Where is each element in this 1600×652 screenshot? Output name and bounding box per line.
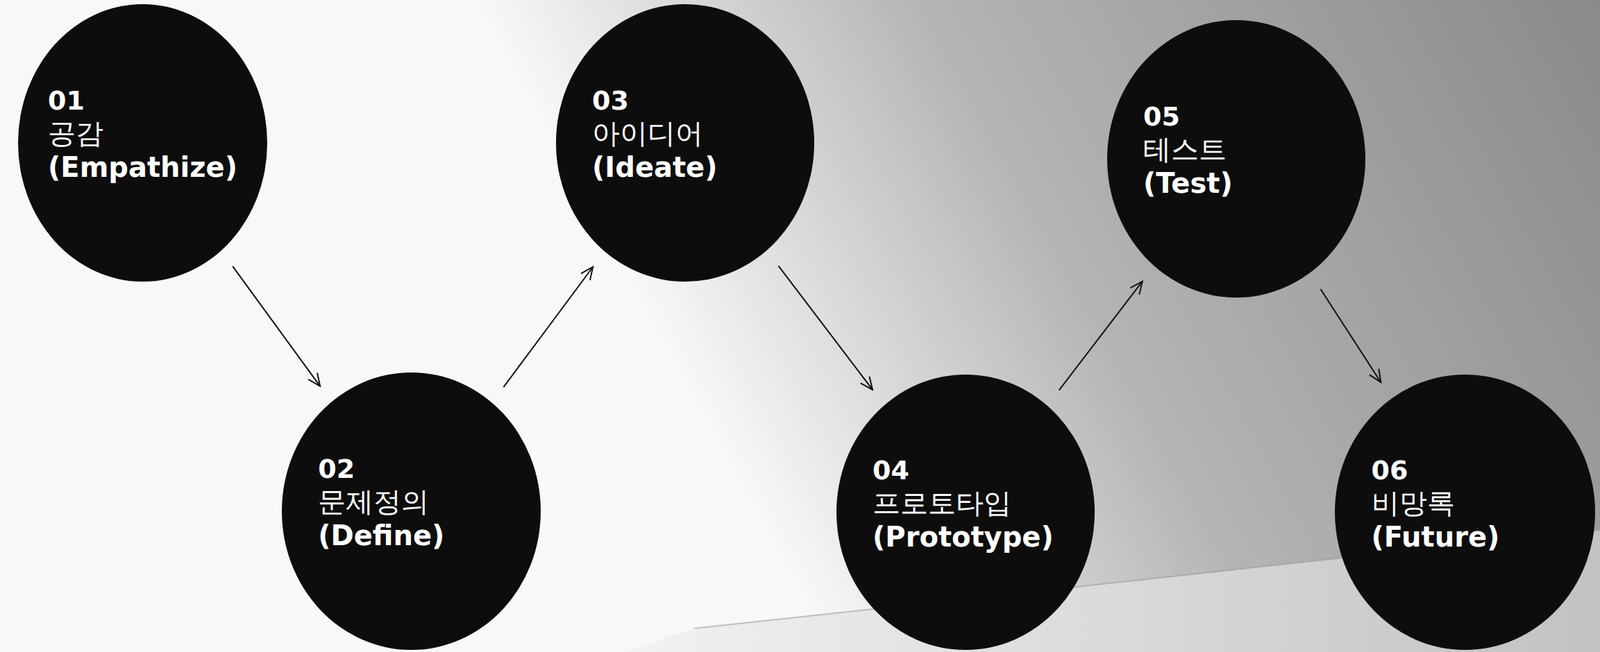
- step-number: 02: [317, 453, 445, 486]
- flow-arrow: [1320, 289, 1381, 383]
- step-number: 05: [1143, 100, 1233, 133]
- step-title-english: (Test): [1143, 166, 1233, 201]
- circle-fill: [836, 374, 1095, 651]
- text-block: 04프로토타입(Prototype): [872, 454, 1054, 555]
- step-number: 01: [47, 84, 238, 117]
- step-title-korean: 문제정의: [317, 485, 445, 520]
- step-title-english: (Prototype): [872, 520, 1054, 555]
- flow-arrow: [778, 265, 873, 391]
- step-title-english: (Ideate): [592, 150, 718, 185]
- step-circle: 02문제정의(Define): [281, 372, 541, 651]
- circle-fill: [1107, 20, 1366, 298]
- step-circle: 04프로토타입(Prototype): [836, 374, 1095, 651]
- text-block: 02문제정의(Define): [317, 453, 445, 554]
- circle-fill: [1334, 374, 1596, 651]
- circle-fill: [556, 4, 815, 282]
- step-number: 03: [592, 84, 718, 117]
- text-block: 03아이디어(Ideate): [592, 84, 718, 185]
- step-title-english: (Define): [317, 519, 445, 554]
- step-title-korean: 아이디어: [592, 116, 718, 151]
- step-circle: 05테스트(Test): [1107, 20, 1366, 298]
- step-circle: 06비망록(Future): [1334, 374, 1596, 651]
- step-title-english: (Future): [1371, 520, 1501, 555]
- step-title-korean: 공감: [47, 116, 238, 151]
- circle-fill: [281, 372, 541, 651]
- flow-arrow: [232, 266, 320, 387]
- step-title-korean: 비망록: [1371, 486, 1501, 521]
- circle-fill: [18, 4, 268, 282]
- text-block: 06비망록(Future): [1371, 454, 1501, 555]
- step-number: 04: [872, 454, 1054, 487]
- text-block: 01공감(Empathize): [47, 84, 238, 185]
- flow-arrow: [1059, 281, 1143, 391]
- text-block: 05테스트(Test): [1143, 100, 1233, 201]
- step-title-korean: 테스트: [1143, 132, 1233, 167]
- step-circle: 03아이디어(Ideate): [556, 4, 815, 282]
- step-circle: 01공감(Empathize): [18, 4, 268, 282]
- step-title-english: (Empathize): [47, 150, 238, 185]
- step-title-korean: 프로토타입: [872, 486, 1054, 521]
- step-number: 06: [1371, 454, 1501, 487]
- flow-arrow: [503, 267, 593, 388]
